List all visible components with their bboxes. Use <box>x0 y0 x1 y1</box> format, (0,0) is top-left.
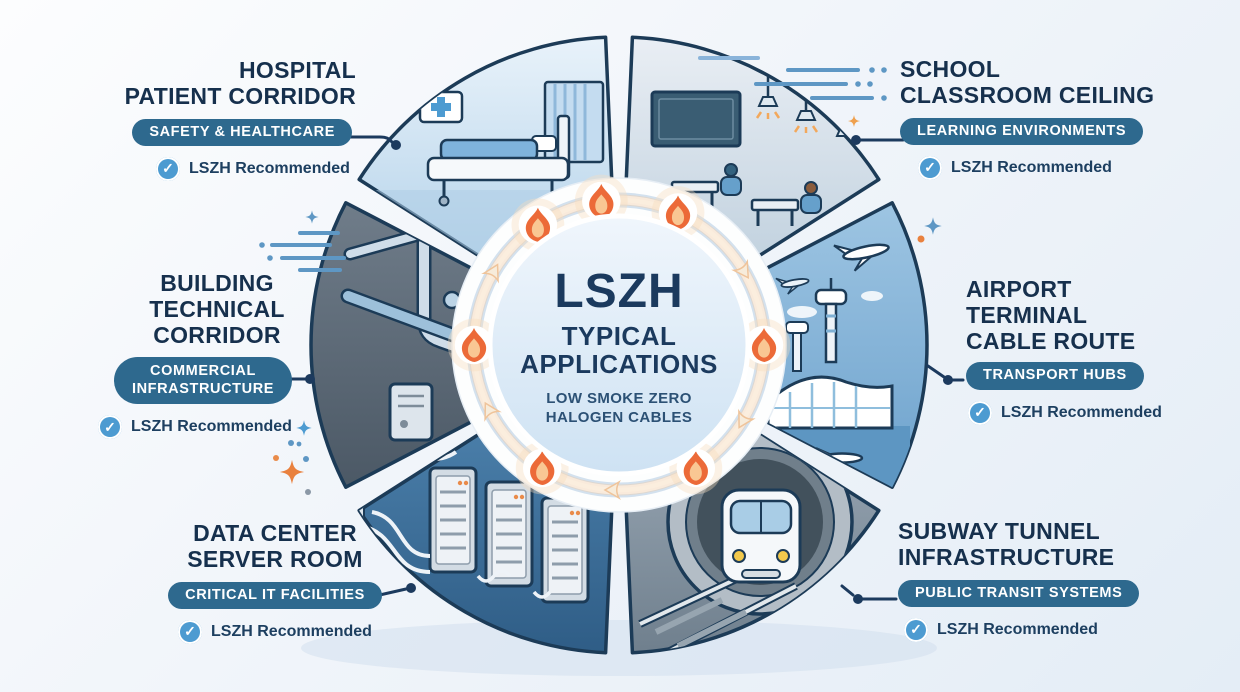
badge-building-line1: COMMERCIAL <box>150 363 256 380</box>
hospital-title-line2: PATIENT CORRIDOR <box>124 82 356 109</box>
center-title-block: LSZH TYPICAL APPLICATIONS LOW SMOKE ZERO… <box>464 268 774 428</box>
recommended-row-school: ✓ LSZH Recommended <box>900 155 1190 180</box>
check-icon: ✓ <box>904 617 928 642</box>
subway-title: SUBWAY TUNNEL INFRASTRUCTURE <box>898 518 1188 571</box>
datacenter-title: DATA CENTER SERVER ROOM <box>158 520 392 573</box>
check-icon: ✓ <box>156 156 180 181</box>
label-airport: AIRPORT TERMINAL CABLE ROUTE TRANSPORT H… <box>966 276 1186 425</box>
center-heading: LSZH <box>554 265 684 318</box>
recommended-row-subway: ✓ LSZH Recommended <box>898 617 1188 642</box>
badge-hospital: SAFETY & HEALTHCARE <box>132 118 352 146</box>
center-line2: APPLICATIONS <box>520 349 718 380</box>
datacenter-scene <box>359 450 590 604</box>
center-subtitle-line2: HALOGEN CABLES <box>545 408 693 426</box>
label-school: SCHOOL CLASSROOM CEILING LEARNING ENVIRO… <box>900 56 1190 180</box>
check-icon: ✓ <box>178 619 203 644</box>
label-subway: SUBWAY TUNNEL INFRASTRUCTURE PUBLIC TRAN… <box>898 518 1188 642</box>
label-datacenter: DATA CENTER SERVER ROOM CRITICAL IT FACI… <box>158 520 392 644</box>
building-title-line1: BUILDING <box>160 270 274 296</box>
recommended-label-school: LSZH Recommended <box>951 158 1112 176</box>
building-title: BUILDING TECHNICAL CORRIDOR <box>97 270 337 348</box>
check-icon: ✓ <box>918 155 942 180</box>
cycle-ring <box>447 174 791 513</box>
badge-school: LEARNING ENVIRONMENTS <box>900 117 1144 145</box>
subway-scene <box>638 433 854 653</box>
school-title: SCHOOL CLASSROOM CEILING <box>900 56 1190 109</box>
airport-title-line2: TERMINAL <box>966 301 1088 328</box>
recommended-row-datacenter: ✓ LSZH Recommended <box>158 619 392 644</box>
recommended-label-subway: LSZH Recommended <box>937 620 1098 638</box>
center-line1: TYPICAL <box>561 321 677 351</box>
badge-subway: PUBLIC TRANSIT SYSTEMS <box>898 579 1140 607</box>
connector-subway <box>840 584 898 604</box>
wheel-shadow <box>301 620 937 676</box>
connector-airport <box>926 364 965 385</box>
recommended-label-building: LSZH Recommended <box>131 418 292 436</box>
connector-hospital <box>347 135 401 150</box>
subway-title-line1: SUBWAY TUNNEL <box>898 518 1100 544</box>
badge-building: COMMERCIAL INFRASTRUCTURE <box>113 357 293 405</box>
recommended-row-building: ✓ LSZH Recommended <box>75 415 315 440</box>
school-title-line2: CLASSROOM CEILING <box>900 81 1155 108</box>
speed-dash-icon <box>259 56 887 272</box>
building-title-line2: TECHNICAL <box>149 295 285 322</box>
building-title-line3: CORRIDOR <box>153 321 281 348</box>
datacenter-title-line2: SERVER ROOM <box>187 545 363 572</box>
subway-title-line2: INFRASTRUCTURE <box>898 543 1115 570</box>
recommended-row-hospital: ✓ LSZH Recommended <box>110 156 356 181</box>
sparkle-icon <box>273 114 942 495</box>
recommended-label-hospital: LSZH Recommended <box>189 159 350 177</box>
badge-airport: TRANSPORT HUBS <box>966 362 1144 390</box>
datacenter-title-line1: DATA CENTER <box>193 520 357 546</box>
hospital-title: HOSPITAL PATIENT CORRIDOR <box>110 57 356 110</box>
badge-datacenter: CRITICAL IT FACILITIES <box>168 581 382 609</box>
badge-building-line2: INFRASTRUCTURE <box>131 380 275 397</box>
school-title-line1: SCHOOL <box>900 56 1001 82</box>
label-building: BUILDING TECHNICAL CORRIDOR COMMERCIAL I… <box>97 270 337 440</box>
label-hospital: HOSPITAL PATIENT CORRIDOR SAFETY & HEALT… <box>110 57 356 181</box>
center-subtitle-line1: LOW SMOKE ZERO <box>546 390 692 408</box>
recommended-label-datacenter: LSZH Recommended <box>211 622 372 640</box>
check-icon: ✓ <box>968 400 992 425</box>
connectors <box>282 135 965 604</box>
recommended-label-airport: LSZH Recommended <box>1001 403 1162 421</box>
check-icon: ✓ <box>98 415 123 440</box>
building-scene <box>340 202 474 442</box>
airport-title: AIRPORT TERMINAL CABLE ROUTE <box>966 276 1186 354</box>
airport-title-line1: AIRPORT <box>966 276 1072 302</box>
school-scene <box>650 52 857 226</box>
recommended-row-airport: ✓ LSZH Recommended <box>966 400 1186 425</box>
airport-title-line3: CABLE ROUTE <box>966 327 1136 354</box>
hospital-title-line1: HOSPITAL <box>239 57 356 83</box>
connector-school <box>851 135 905 145</box>
